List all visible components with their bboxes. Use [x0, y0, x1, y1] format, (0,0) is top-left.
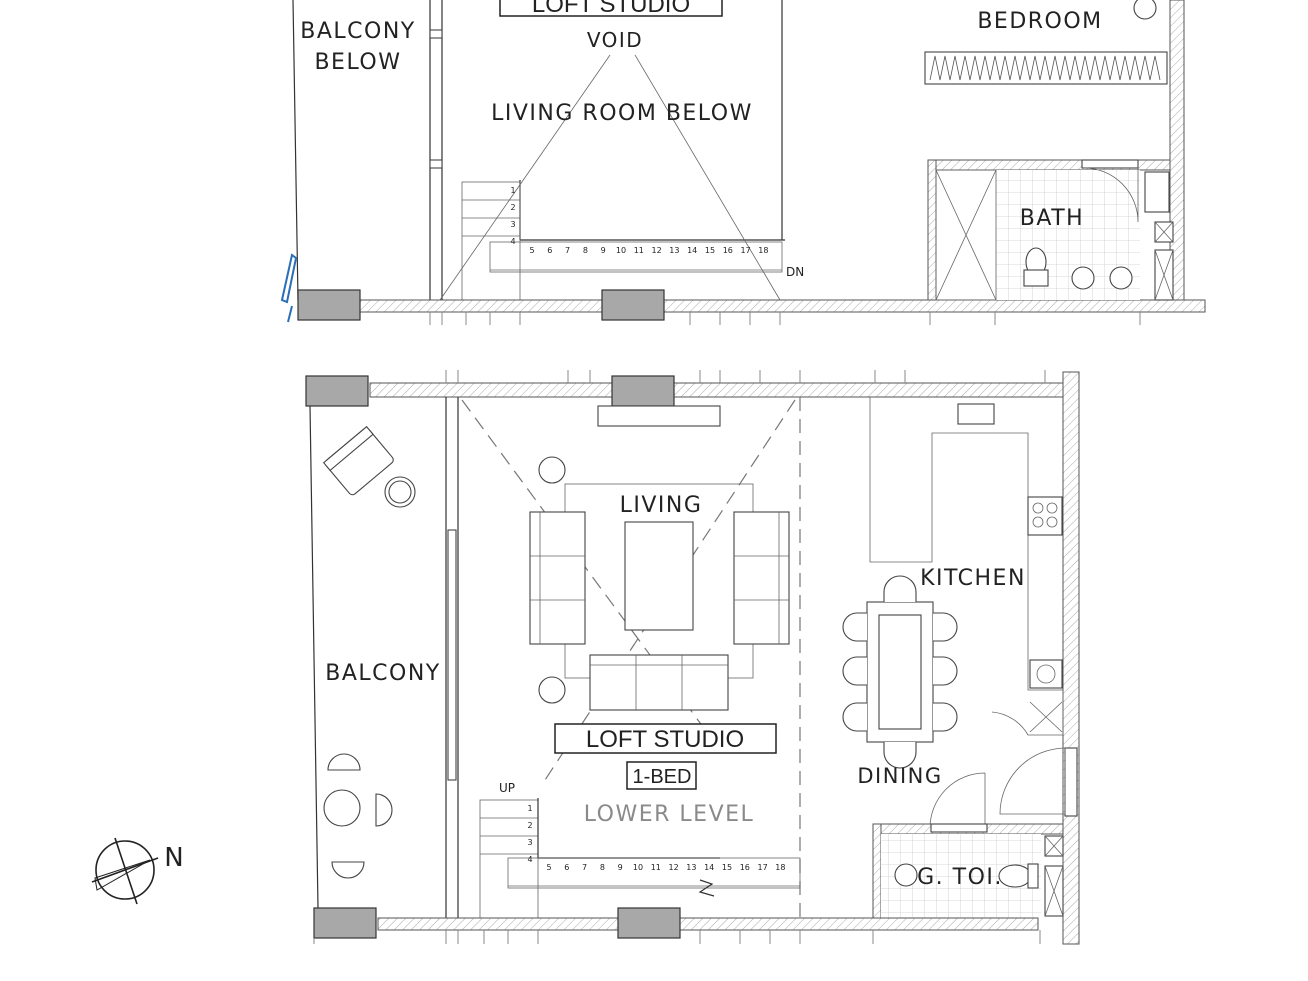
stair-step-number: 13: [669, 246, 679, 255]
stair-step-number: 12: [669, 863, 679, 872]
column: [611, 375, 675, 407]
basin: [894, 863, 918, 887]
washbasin: [1071, 266, 1095, 290]
stair-step-number: 10: [616, 246, 626, 255]
washbasin: [1109, 266, 1133, 290]
stair-step-number: 17: [758, 863, 768, 872]
stair-step-number: 4: [527, 855, 532, 864]
lower-title-box: [554, 723, 777, 754]
level-label: LOWER LEVEL: [584, 802, 755, 827]
void-label: VOID: [587, 28, 643, 52]
kitchen-counter: [869, 397, 1063, 691]
stair-step-number: 12: [652, 246, 662, 255]
lounge-chair: [322, 425, 394, 496]
stair-step-number: 18: [758, 246, 768, 255]
column: [601, 289, 665, 321]
unit-type-label: 1-BED: [633, 766, 692, 788]
lower-stair: [479, 798, 801, 919]
stair-step-number: 6: [547, 246, 552, 255]
sofa-left: [529, 511, 586, 645]
upper-title: LOFT STUDIO: [532, 0, 690, 18]
lower-title: LOFT STUDIO: [586, 726, 744, 753]
living-label: LIVING: [620, 493, 703, 518]
stair-step-number: 2: [510, 203, 515, 212]
cooktop: [1027, 496, 1063, 536]
bath-label: BATH: [1020, 206, 1084, 231]
stair-step-number: 9: [601, 246, 606, 255]
dining-label: DINING: [857, 764, 942, 788]
guest-toilet-label: G. TOI.: [917, 865, 1003, 890]
stair-step-number: 5: [546, 863, 551, 872]
column: [305, 375, 369, 407]
toilet: [998, 864, 1032, 888]
stair-step-number: 17: [741, 246, 751, 255]
stair-step-number: 9: [618, 863, 623, 872]
stair-step-number: 11: [634, 246, 644, 255]
stair-step-number: 8: [600, 863, 605, 872]
north-arrow: N: [91, 837, 184, 905]
stair-step-number: 16: [723, 246, 733, 255]
coffee-table: [624, 521, 694, 631]
bedroom-label: BEDROOM: [977, 9, 1102, 34]
dining-chairs: [842, 575, 958, 769]
stair-step-number: 1: [510, 186, 515, 195]
stair-step-number: 13: [686, 863, 696, 872]
stair-step-number: 16: [740, 863, 750, 872]
stair-step-number: 11: [651, 863, 661, 872]
balcony-table: [323, 789, 361, 827]
living-room-below-label: LIVING ROOM BELOW: [491, 101, 753, 126]
tv-unit: [597, 405, 721, 427]
stair-step-number: 15: [722, 863, 732, 872]
unit-type-box: [626, 761, 697, 790]
stair-step-number: 8: [583, 246, 588, 255]
stair-step-number: 3: [510, 220, 515, 229]
column: [297, 289, 361, 321]
shower: [935, 169, 997, 301]
stair-step-number: 1: [527, 804, 532, 813]
north-arrow-icon: [97, 857, 155, 888]
window-blue: [280, 253, 298, 304]
spiral-stair: [991, 690, 1064, 736]
stair-step-number: 10: [633, 863, 643, 872]
kitchen-sink: [957, 403, 995, 425]
balcony-label: BALCONY: [325, 661, 440, 686]
stair-step-number: 14: [704, 863, 714, 872]
stair-step-number: 14: [687, 246, 697, 255]
stair-step-number: 4: [510, 237, 515, 246]
stair-down-label: DN: [786, 265, 804, 279]
stair-step-number: 15: [705, 246, 715, 255]
lamp: [1133, 0, 1157, 20]
chair: [327, 753, 361, 771]
stair-step-number: 18: [775, 863, 785, 872]
upper-title-box: [499, 0, 723, 17]
column: [617, 907, 681, 939]
stair-step-number: 7: [565, 246, 570, 255]
sofa-right: [733, 511, 790, 645]
stair-step-number: 7: [582, 863, 587, 872]
stair-step-number: 3: [527, 838, 532, 847]
stair-step-number: 2: [527, 821, 532, 830]
north-label: N: [164, 843, 183, 873]
stair-up-label: UP: [499, 781, 515, 795]
wardrobe: [924, 51, 1168, 85]
column: [313, 907, 377, 939]
upper-balcony-edge: [292, 0, 299, 301]
sofa-bottom: [589, 654, 729, 711]
stair-step-number: 5: [529, 246, 534, 255]
kitchen-label: KITCHEN: [920, 566, 1026, 591]
stair-step-number: 6: [564, 863, 569, 872]
